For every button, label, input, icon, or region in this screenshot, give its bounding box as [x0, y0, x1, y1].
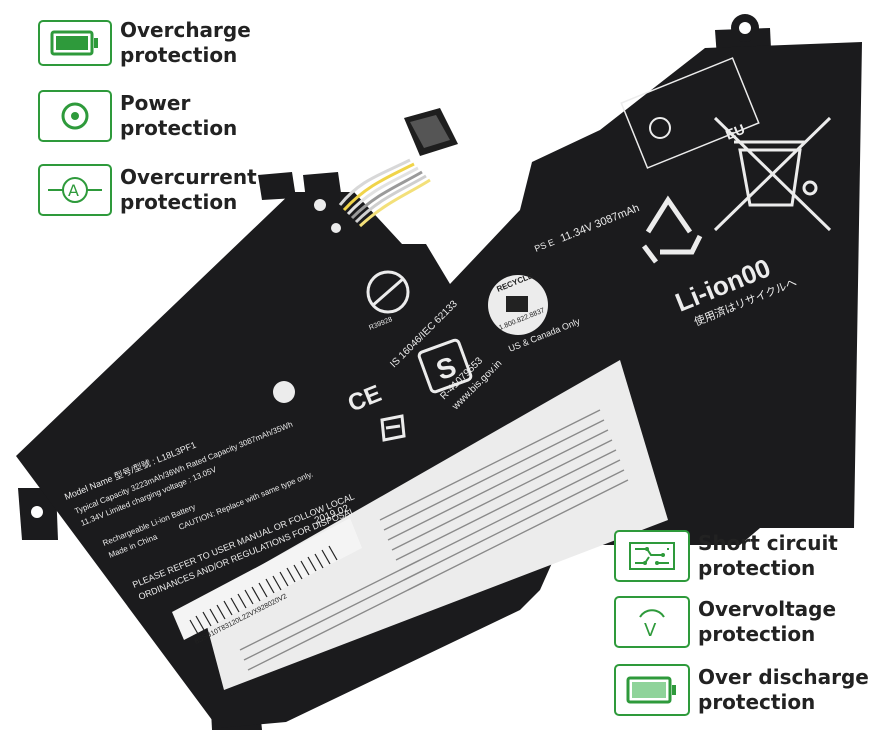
- feature-short-circuit: Short circuit protection: [614, 530, 838, 582]
- bis-mark: [417, 338, 473, 394]
- feature-overcharge: Overcharge protection: [38, 18, 251, 68]
- voltmeter-icon: V: [614, 596, 690, 648]
- power-target-icon: [38, 90, 112, 142]
- feature-label: Overcharge protection: [120, 18, 251, 67]
- recycling-china-icon: [380, 414, 406, 442]
- connector-tab-1: [258, 172, 296, 200]
- spec-label-area: [200, 360, 668, 690]
- eu-mark: EU: [723, 121, 747, 143]
- disposal-mark-icon: [366, 270, 410, 314]
- feature-over-discharge: Over discharge protection: [614, 664, 869, 716]
- cable-bundle: [338, 158, 431, 228]
- svg-text:V: V: [644, 620, 657, 641]
- svg-text:A: A: [68, 181, 79, 200]
- crossed-bin-icon: [713, 116, 832, 232]
- feature-power: Power protection: [38, 90, 237, 142]
- feature-label: Power protection: [120, 91, 238, 140]
- feature-label: Over discharge protection: [698, 665, 869, 714]
- feature-label: Overvoltage protection: [698, 597, 837, 646]
- circuit-icon: [614, 530, 690, 582]
- battery-body: [16, 42, 862, 728]
- feature-overcurrent: A Overcurrent protection: [38, 164, 257, 216]
- feature-label: Overcurrent protection: [120, 165, 257, 214]
- battery-screw-2: [314, 199, 326, 211]
- barcode-stripes: [189, 545, 338, 635]
- battery-low-icon: [614, 664, 690, 716]
- battery-screw: [273, 381, 295, 403]
- regulatory-block: [620, 57, 760, 169]
- battery-full-icon: [38, 20, 112, 66]
- feature-overvoltage: V Overvoltage protection: [614, 596, 836, 648]
- ammeter-icon: A: [38, 164, 112, 216]
- recycle-arrows-icon: [642, 195, 703, 264]
- feature-label: Short circuit protection: [698, 531, 838, 580]
